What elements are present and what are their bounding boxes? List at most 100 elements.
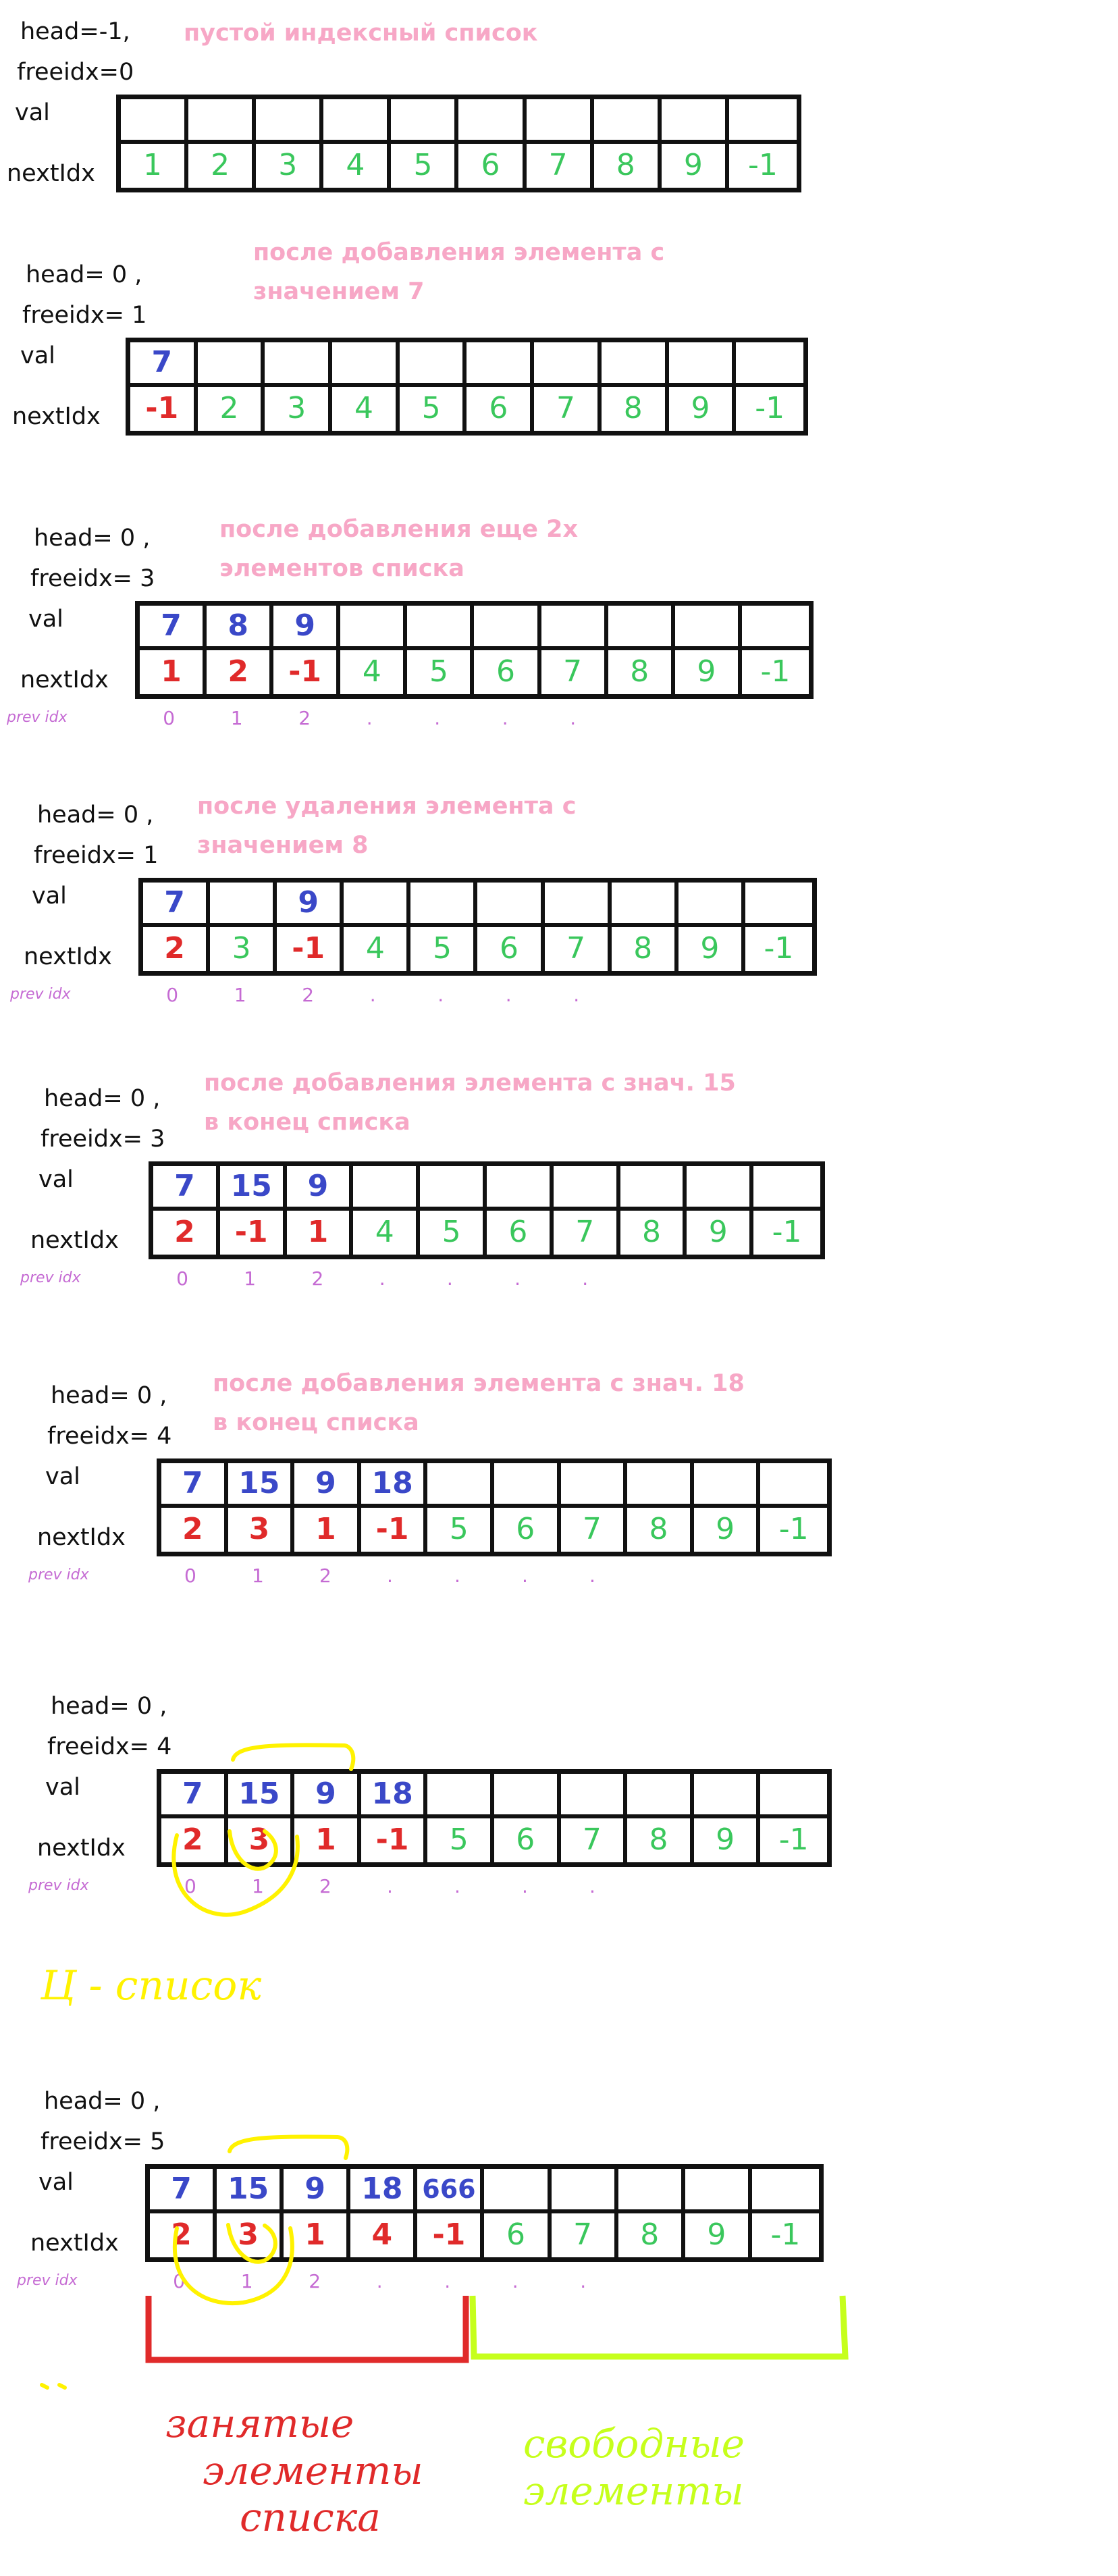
nextidx-row-label: nextIdx <box>37 1835 126 1862</box>
nextidx-cell: 1 <box>287 1210 354 1255</box>
nextidx-cell: -1 <box>130 386 198 431</box>
freeidx-label: freeidx= 1 <box>22 302 147 329</box>
val-cell <box>526 99 594 144</box>
nextidx-cell: 2 <box>143 926 211 971</box>
index-marker: . <box>512 2270 518 2292</box>
occupied-label-line: занятые <box>165 2400 354 2446</box>
nextidx-cell: 4 <box>323 143 392 188</box>
val-cell <box>458 99 527 144</box>
nextidx-cell: 8 <box>602 386 669 431</box>
nextidx-cell: 7 <box>561 1818 628 1862</box>
index-marker: . <box>376 2270 383 2292</box>
head-label: head= 0 , <box>37 801 154 829</box>
val-row-label: val <box>38 1166 74 1193</box>
index-marker: . <box>444 2270 451 2292</box>
nextidx-cell: -1 <box>220 1210 287 1255</box>
nextidx-cell: 7 <box>552 2213 618 2257</box>
index-row-label: prev idx <box>7 709 68 726</box>
caption-line: пустой индексный список <box>184 20 538 47</box>
nextidx-cell: -1 <box>273 650 341 694</box>
index-marker: 1 <box>234 984 246 1006</box>
nextidx-cell: -1 <box>755 391 785 426</box>
nextidx-cell: 5 <box>427 1818 494 1862</box>
nextidx-cell: 8 <box>620 1210 687 1255</box>
val-cell <box>760 1774 827 1818</box>
val-cell <box>693 1774 761 1818</box>
val-cell <box>687 1166 754 1211</box>
nextidx-cell: 3 <box>228 1507 295 1552</box>
val-cell <box>188 99 257 144</box>
index-marker: . <box>570 707 577 729</box>
val-cell: 666 <box>417 2169 485 2213</box>
caption-line: в конец списка <box>204 1109 410 1136</box>
occupied-bracket <box>145 2296 469 2363</box>
index-marker: 0 <box>184 1565 196 1587</box>
index-row-label: prev idx <box>28 1567 89 1583</box>
val-row-label: val <box>20 342 55 369</box>
val-cell: 7 <box>153 1166 220 1211</box>
val-cell <box>340 606 408 650</box>
val-cell <box>256 99 324 144</box>
step-caption: пустой индексный список <box>184 14 538 53</box>
nextidx-cell: 6 <box>477 926 545 971</box>
nextidx-row-label: nextIdx <box>20 666 109 693</box>
val-cell: 15 <box>228 1774 295 1818</box>
nextidx-cell: 5 <box>420 1210 487 1255</box>
val-cell <box>753 1166 820 1211</box>
index-marker: . <box>505 984 512 1006</box>
list-order-arrows-7 <box>171 1743 356 1917</box>
nextidx-cell: 5 <box>427 1507 494 1552</box>
free-label-line: элементы <box>523 2467 744 2514</box>
index-row-label: prev idx <box>17 2272 78 2289</box>
val-cell <box>620 1166 687 1211</box>
val-cell: 7 <box>140 606 207 650</box>
nextidx-cell: -1 <box>760 654 791 689</box>
val-cell <box>668 342 737 387</box>
val-cell <box>391 99 459 144</box>
nextidx-cell: 6 <box>487 1210 554 1255</box>
val-cell <box>467 342 535 387</box>
occupied-label-line: элементы <box>203 2447 423 2494</box>
nextidx-cell: -1 <box>764 931 794 966</box>
val-cell <box>674 606 742 650</box>
val-cell <box>593 99 662 144</box>
index-marker: 1 <box>230 707 243 729</box>
index-marker: . <box>454 1565 460 1587</box>
nextidx-cell: 1 <box>140 650 207 694</box>
nextidx-cell: 9 <box>687 1210 754 1255</box>
nextidx-cell: 1 <box>284 2213 351 2257</box>
nextidx-cell: 6 <box>458 143 527 188</box>
freeidx-label: freeidx= 5 <box>41 2128 165 2155</box>
freeidx-label: freeidx= 1 <box>34 842 159 869</box>
nextidx-cell: -1 <box>772 1215 802 1250</box>
val-cell <box>751 2169 819 2213</box>
index-marker: . <box>573 984 580 1006</box>
val-cell <box>399 342 467 387</box>
val-cell <box>678 883 745 927</box>
index-marker: 1 <box>252 1565 264 1587</box>
step-caption: после добавления элемента с знач. 15 в ко… <box>204 1063 736 1142</box>
val-cell: 9 <box>294 1774 361 1818</box>
index-marker: . <box>379 1267 385 1290</box>
freeidx-label: freeidx= 3 <box>41 1126 165 1153</box>
nextidx-cell: 8 <box>618 2213 685 2257</box>
nextidx-cell: 9 <box>675 650 742 694</box>
index-marker: 2 <box>319 1875 331 1897</box>
val-cell <box>197 342 265 387</box>
head-label: head= 0 , <box>44 1085 161 1112</box>
nextidx-cell: 8 <box>608 650 675 694</box>
index-marker: 2 <box>309 2270 321 2292</box>
val-cell: 7 <box>143 883 211 927</box>
caption-line: после добавления элемента с знач. 18 <box>213 1370 745 1397</box>
caption-line: после добавления элемента с знач. 15 <box>204 1070 736 1097</box>
index-marker: . <box>522 1565 528 1587</box>
val-cell <box>332 342 400 387</box>
nextidx-cell: 9 <box>694 1507 761 1552</box>
val-row-label: val <box>38 2169 74 2196</box>
index-marker: . <box>589 1875 595 1897</box>
